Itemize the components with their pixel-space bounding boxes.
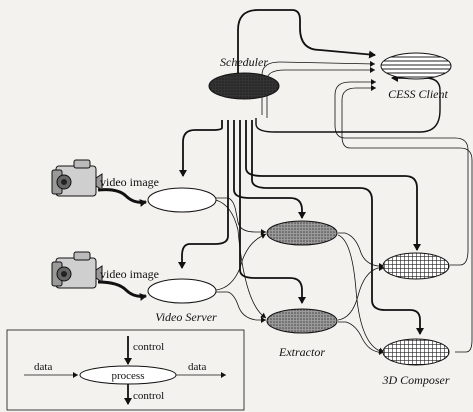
- extractor-node-1: [266, 220, 338, 246]
- connection-lines: [97, 9, 473, 355]
- video-server-node-1: [147, 187, 217, 213]
- control-line-scheduler-ex2: [239, 120, 306, 304]
- video-line-camera1: [97, 188, 147, 207]
- control-line-scheduler-c2: [251, 120, 424, 335]
- legend-data-in-label: data: [34, 361, 52, 373]
- scheduler-label: Scheduler: [220, 55, 268, 69]
- data-line-vs1-ex2: [215, 199, 267, 319]
- legend-frame: [6, 329, 245, 411]
- data-line-vs1-ex1: [216, 197, 266, 235]
- control-line-scheduler-c1: [245, 120, 421, 251]
- data-line-ex2-c2: [338, 321, 384, 355]
- video-image-label-1: video image: [100, 175, 159, 189]
- legend-data-out-label: data: [188, 361, 206, 373]
- legend-control-out-label: control: [133, 390, 164, 402]
- composer-label: 3D Composer: [381, 373, 449, 387]
- video-server-node-2: [147, 278, 217, 304]
- extractor-label: Extractor: [278, 345, 325, 359]
- data-line-vs2-ex2: [216, 291, 266, 323]
- extractor-node-2: [266, 308, 338, 334]
- video-line-camera2: [97, 280, 147, 301]
- data-line-composer-client-2: [341, 85, 473, 353]
- legend-process-label: process: [112, 370, 145, 382]
- data-line-ex1-c2: [337, 234, 385, 354]
- cess-client-label: CESS Client: [388, 87, 448, 101]
- camera-icon: [51, 159, 103, 197]
- control-line-scheduler-ex1: [233, 120, 306, 219]
- scheduler-node-shade: [209, 73, 279, 99]
- legend: control data process data control: [6, 329, 245, 411]
- control-line-loop-client: [255, 74, 441, 133]
- composer-node-2: [382, 338, 450, 366]
- data-line-ex2-c1: [337, 265, 384, 321]
- control-line-scheduler-vs2: [178, 120, 229, 269]
- video-image-label-2: video image: [100, 267, 159, 281]
- data-line-vs2-ex1: [215, 233, 267, 291]
- data-line-ex1-c1: [338, 232, 384, 269]
- control-line-scheduler-vs1: [179, 120, 223, 177]
- cess-client-node: [380, 52, 452, 80]
- control-line-scheduler-client: [237, 9, 376, 75]
- video-server-label: Video Server: [155, 310, 217, 324]
- legend-control-in-label: control: [133, 341, 164, 353]
- composer-node-1: [382, 252, 450, 280]
- data-line-composer-client-1: [334, 79, 469, 266]
- data-line-client-2: [266, 67, 375, 118]
- camera-icon: [51, 251, 103, 289]
